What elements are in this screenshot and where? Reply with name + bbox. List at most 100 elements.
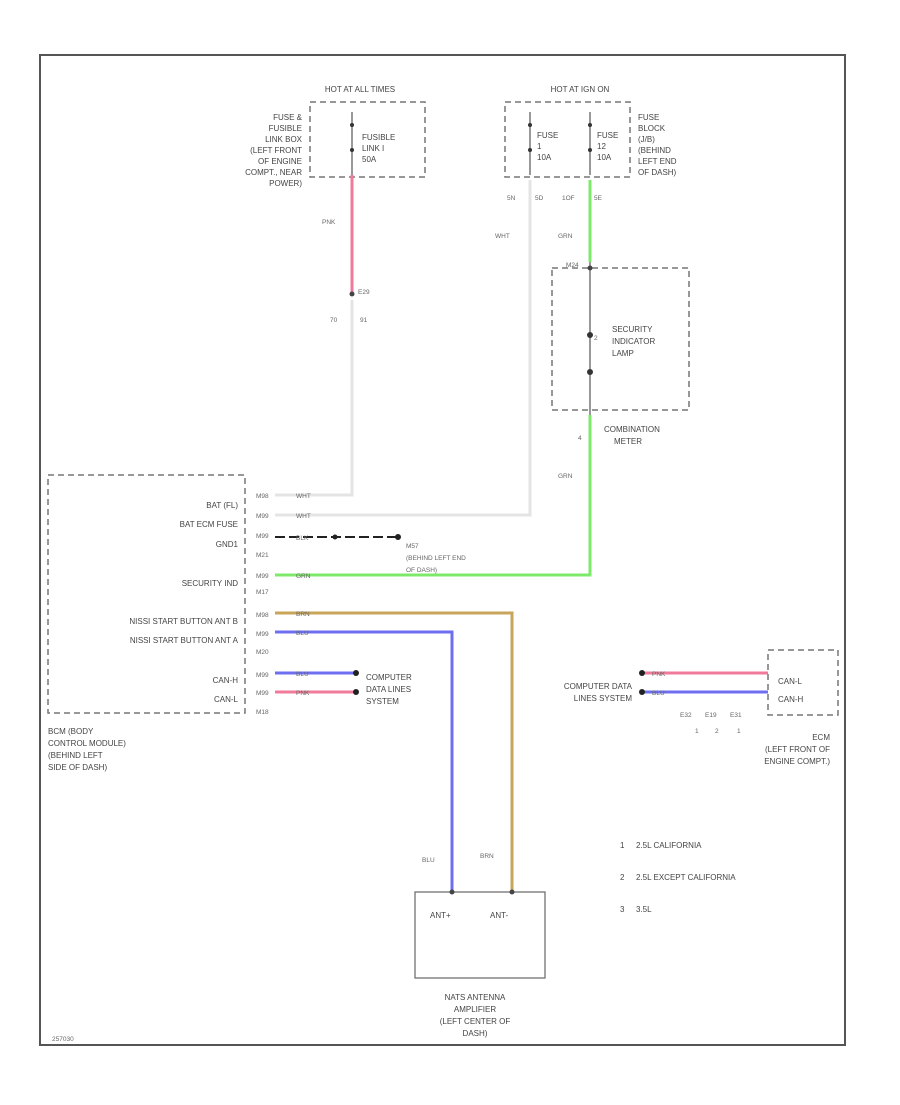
combination-meter-label: COMBINATION METER bbox=[604, 425, 660, 446]
svg-text:12: 12 bbox=[597, 142, 606, 151]
can-h-wire-label: BLU bbox=[296, 671, 309, 678]
svg-text:BAT (FL): BAT (FL) bbox=[206, 501, 238, 510]
svg-text:SECURITY IND: SECURITY IND bbox=[182, 579, 239, 588]
svg-text:OF DASH): OF DASH) bbox=[406, 567, 437, 574]
svg-text:OF DASH): OF DASH) bbox=[638, 168, 677, 177]
e29-pin-91: 91 bbox=[360, 317, 368, 324]
grn-wire-label-mid: GRN bbox=[558, 473, 573, 480]
bcm-name: BCM (BODY CONTROL MODULE) (BEHIND LEFT S… bbox=[48, 727, 126, 772]
svg-text:(LEFT FRONT OF: (LEFT FRONT OF bbox=[765, 745, 830, 754]
svg-text:M99: M99 bbox=[256, 690, 269, 697]
svg-text:1: 1 bbox=[537, 142, 542, 151]
blu-label-bcm: BLU bbox=[296, 630, 309, 637]
svg-text:3: 3 bbox=[620, 905, 625, 914]
wht-wire-label: WHT bbox=[495, 233, 510, 240]
ecm-name: ECM (LEFT FRONT OF ENGINE COMPT.) bbox=[764, 733, 830, 766]
svg-text:FUSE: FUSE bbox=[597, 131, 618, 140]
svg-text:(BEHIND LEFT: (BEHIND LEFT bbox=[48, 751, 103, 760]
nats-antenna-amplifier-name: NATS ANTENNA AMPLIFIER (LEFT CENTER OF D… bbox=[440, 993, 511, 1038]
svg-text:E32: E32 bbox=[680, 712, 692, 719]
svg-text:(LEFT FRONT: (LEFT FRONT bbox=[250, 146, 302, 155]
m24-pin-2: 2 bbox=[594, 335, 598, 342]
bcm-connector-labels: M98 M99 M99 M21 M99 M17 M98 M99 M20 M99 … bbox=[256, 493, 269, 716]
legend: 1 2.5L CALIFORNIA 2 2.5L EXCEPT CALIFORN… bbox=[620, 841, 736, 914]
m24-label: M24 bbox=[566, 262, 579, 269]
svg-text:CAN-H: CAN-H bbox=[213, 676, 239, 685]
svg-text:OF ENGINE: OF ENGINE bbox=[258, 157, 302, 166]
wht-wire-ign bbox=[275, 180, 532, 517]
svg-text:BLOCK: BLOCK bbox=[638, 124, 666, 133]
hot-at-all-times-label: HOT AT ALL TIMES bbox=[325, 85, 395, 94]
grn-label-bcm: GRN bbox=[296, 573, 311, 580]
svg-text:50A: 50A bbox=[362, 155, 377, 164]
ecm-connector-labels: E32 E19 E31 1 2 1 bbox=[680, 712, 742, 735]
svg-text:DASH): DASH) bbox=[463, 1029, 488, 1038]
svg-text:1: 1 bbox=[620, 841, 625, 850]
svg-text:M20: M20 bbox=[256, 649, 269, 656]
blu-label-amp: BLU bbox=[422, 857, 435, 864]
can-l-wire-label: PNK bbox=[296, 690, 310, 697]
ecm-can-h-pin: CAN-H bbox=[778, 695, 804, 704]
blu-antenna-wire bbox=[275, 630, 454, 890]
svg-text:POWER): POWER) bbox=[269, 179, 302, 188]
svg-text:(J/B): (J/B) bbox=[638, 135, 655, 144]
ecm-blu-label: BLU bbox=[652, 690, 665, 697]
svg-text:FUSE: FUSE bbox=[638, 113, 659, 122]
svg-text:NISSI START BUTTON ANT B: NISSI START BUTTON ANT B bbox=[129, 617, 238, 626]
fusible-link-i: FUSIBLE LINK I 50A bbox=[350, 112, 395, 175]
brn-label-amp: BRN bbox=[480, 853, 494, 860]
fuse-block-location: FUSE BLOCK (J/B) (BEHIND LEFT END OF DAS… bbox=[638, 113, 677, 177]
svg-text:M99: M99 bbox=[256, 533, 269, 540]
fuse-pin-5d: 5D bbox=[535, 195, 544, 202]
wht-label-ign: WHT bbox=[296, 513, 311, 520]
svg-text:NISSI START BUTTON ANT A: NISSI START BUTTON ANT A bbox=[130, 636, 239, 645]
bcm-box bbox=[47, 474, 246, 714]
svg-text:SIDE OF DASH): SIDE OF DASH) bbox=[48, 763, 107, 772]
brn-label-bcm: BRN bbox=[296, 611, 310, 618]
computer-data-lines-label: COMPUTER DATA LINES SYSTEM bbox=[366, 673, 412, 706]
fusible-link-location: FUSE & FUSIBLE LINK BOX (LEFT FRONT OF E… bbox=[245, 113, 303, 188]
diagram-id: 257030 bbox=[52, 1036, 74, 1043]
svg-text:SYSTEM: SYSTEM bbox=[366, 697, 399, 706]
diagram-frame bbox=[39, 54, 846, 1046]
svg-text:CONTROL MODULE): CONTROL MODULE) bbox=[48, 739, 126, 748]
e29-label: E29 bbox=[358, 289, 370, 296]
fuse-1: FUSE 1 10A bbox=[528, 112, 558, 175]
svg-text:M99: M99 bbox=[256, 631, 269, 638]
svg-text:NATS ANTENNA: NATS ANTENNA bbox=[445, 993, 506, 1002]
svg-text:10A: 10A bbox=[597, 153, 612, 162]
svg-text:LEFT END: LEFT END bbox=[638, 157, 677, 166]
fuse-pin-5n: 5N bbox=[507, 195, 516, 202]
svg-text:(BEHIND LEFT END: (BEHIND LEFT END bbox=[406, 555, 466, 562]
svg-text:DATA LINES: DATA LINES bbox=[366, 685, 411, 694]
svg-text:M18: M18 bbox=[256, 709, 269, 716]
svg-text:1: 1 bbox=[737, 728, 741, 735]
svg-text:M98: M98 bbox=[256, 493, 269, 500]
svg-text:E19: E19 bbox=[705, 712, 717, 719]
svg-text:1: 1 bbox=[695, 728, 699, 735]
svg-text:M99: M99 bbox=[256, 672, 269, 679]
e29-connector-icon bbox=[349, 291, 355, 297]
svg-text:FUSE: FUSE bbox=[537, 131, 558, 140]
svg-text:(BEHIND: (BEHIND bbox=[638, 146, 671, 155]
ant-plus-pin: ANT+ bbox=[430, 911, 451, 920]
svg-text:METER: METER bbox=[614, 437, 642, 446]
svg-text:COMPUTER DATA: COMPUTER DATA bbox=[564, 682, 633, 691]
computer-data-lines-right-label: COMPUTER DATA LINES SYSTEM bbox=[564, 682, 633, 703]
svg-text:2.5L EXCEPT CALIFORNIA: 2.5L EXCEPT CALIFORNIA bbox=[636, 873, 736, 882]
svg-text:AMPLIFIER: AMPLIFIER bbox=[454, 1005, 496, 1014]
svg-text:ECM: ECM bbox=[812, 733, 830, 742]
ecm-pnk-label: PNK bbox=[652, 671, 666, 678]
nats-antenna-amplifier-box bbox=[414, 891, 546, 979]
svg-text:GND1: GND1 bbox=[216, 540, 239, 549]
svg-text:LINK BOX: LINK BOX bbox=[265, 135, 303, 144]
pnk-wire-label: PNK bbox=[322, 219, 336, 226]
svg-text:ENGINE COMPT.): ENGINE COMPT.) bbox=[764, 757, 830, 766]
svg-text:M98: M98 bbox=[256, 612, 269, 619]
fuse-block-box bbox=[504, 101, 631, 178]
svg-text:FUSIBLE: FUSIBLE bbox=[269, 124, 302, 133]
fusible-link-box bbox=[309, 101, 426, 178]
svg-text:COMBINATION: COMBINATION bbox=[604, 425, 660, 434]
svg-text:LINES SYSTEM: LINES SYSTEM bbox=[574, 694, 633, 703]
